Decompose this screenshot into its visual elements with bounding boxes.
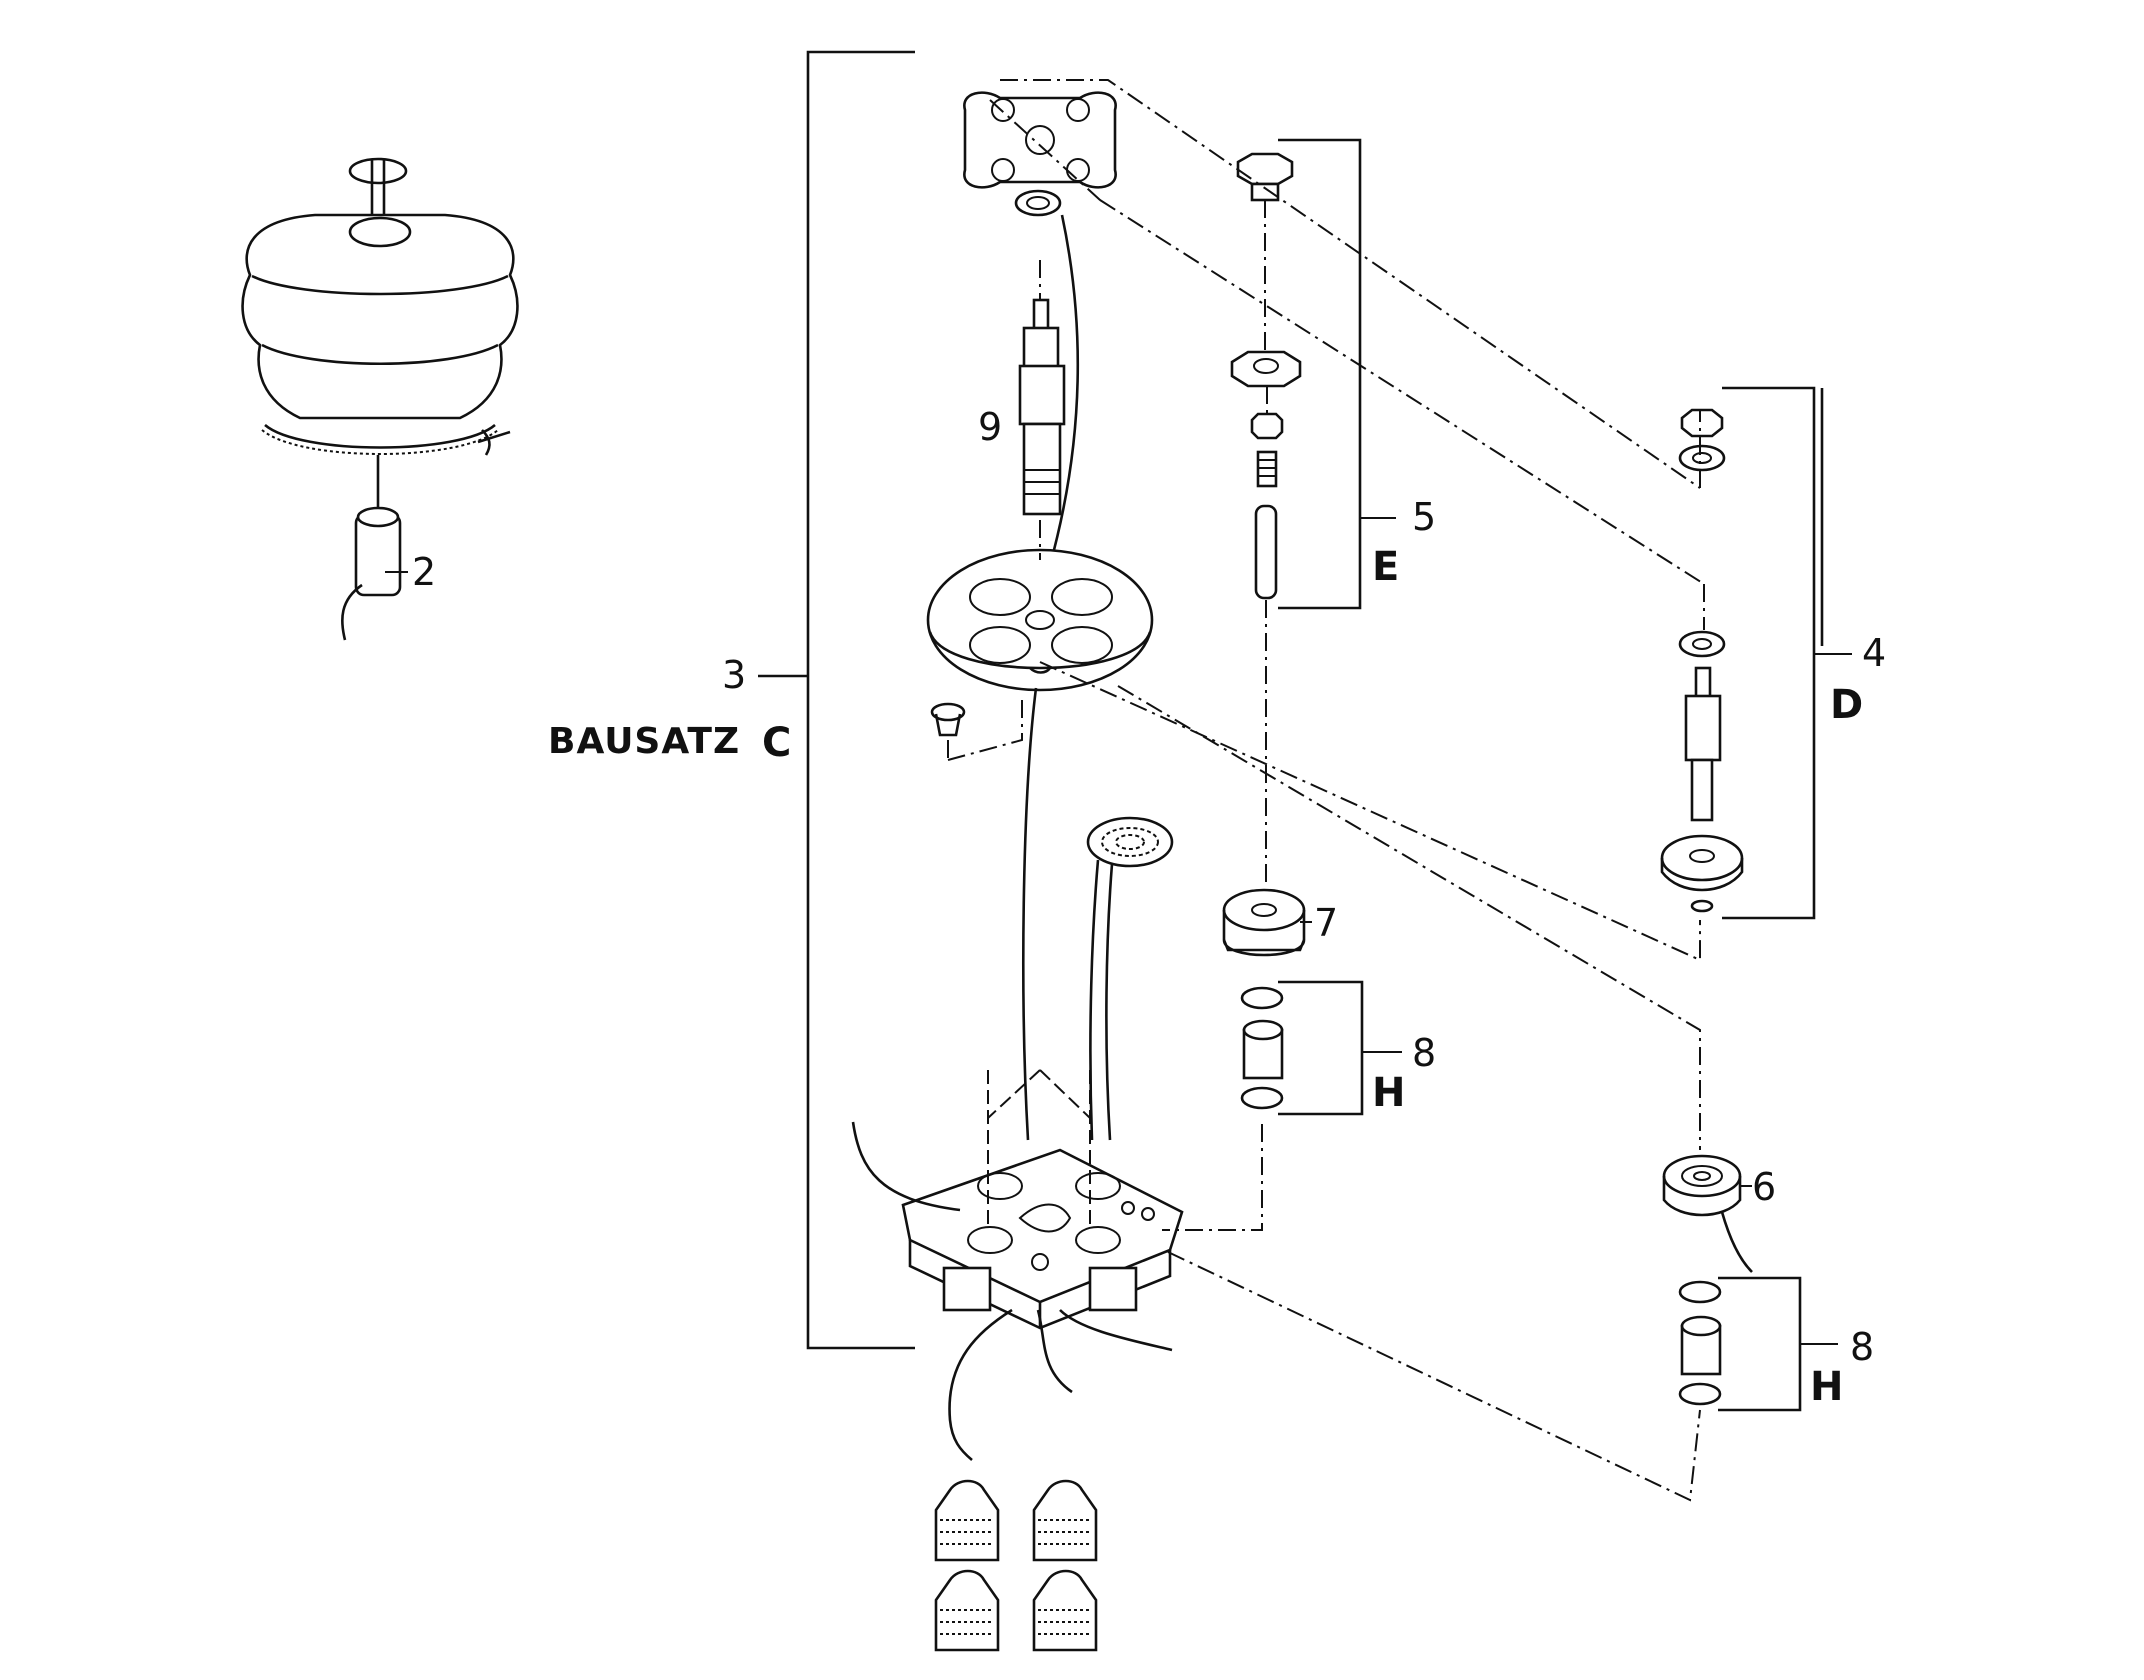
- small-plug: [930, 702, 966, 737]
- callout-9: 9: [978, 405, 1002, 449]
- kit-h-bracket-upper: [1278, 980, 1364, 1116]
- kit-d-bracket: [1722, 386, 1816, 920]
- callout-3: 3: [722, 653, 746, 697]
- valve-stem: [1018, 298, 1066, 516]
- callout-5: 5: [1412, 495, 1436, 539]
- nozzle-part-6: [1662, 1154, 1753, 1273]
- kit-e-bracket: [1278, 138, 1362, 610]
- kit-h-letter-upper: H: [1372, 1070, 1405, 1116]
- coiled-pipe-end: [1086, 816, 1174, 1141]
- nozzle-part-7: [1222, 888, 1306, 957]
- kit-h-letter-lower: H: [1810, 1364, 1843, 1410]
- pipe-middle: [1022, 687, 1038, 1141]
- top-mounting-plate: [963, 91, 1117, 217]
- kit-c-bracket: [806, 50, 915, 1350]
- base-plate: [901, 1069, 1184, 1330]
- callout-8a: 8: [1412, 1031, 1436, 1075]
- kit-h-seal-upper: [1240, 986, 1284, 1110]
- kit-d-letter: D: [1830, 682, 1863, 728]
- kit-c-letter: C: [762, 720, 791, 766]
- kit-h-bracket-lower: [1718, 1276, 1802, 1412]
- bellows-boot: [241, 157, 519, 641]
- callout-2: 2: [412, 550, 436, 594]
- pipe-upper: [1048, 214, 1080, 566]
- callout-7: 7: [1314, 901, 1338, 945]
- assembly-lines: [947, 79, 1705, 1502]
- connector-nuts: [934, 1479, 1098, 1652]
- kit-d-valve-parts: [1660, 408, 1744, 913]
- callout-6: 6: [1752, 1165, 1776, 1209]
- kit-e-letter: E: [1372, 544, 1399, 590]
- wires: [851, 1121, 1173, 1461]
- kit-e-valve-parts: [1230, 152, 1302, 600]
- callout-8b: 8: [1850, 1325, 1874, 1369]
- kit-h-seal-lower: [1678, 1280, 1722, 1406]
- round-valve-disc: [926, 548, 1154, 692]
- callout-4: 4: [1862, 631, 1886, 675]
- kit-c-name: BAUSATZ: [548, 721, 740, 762]
